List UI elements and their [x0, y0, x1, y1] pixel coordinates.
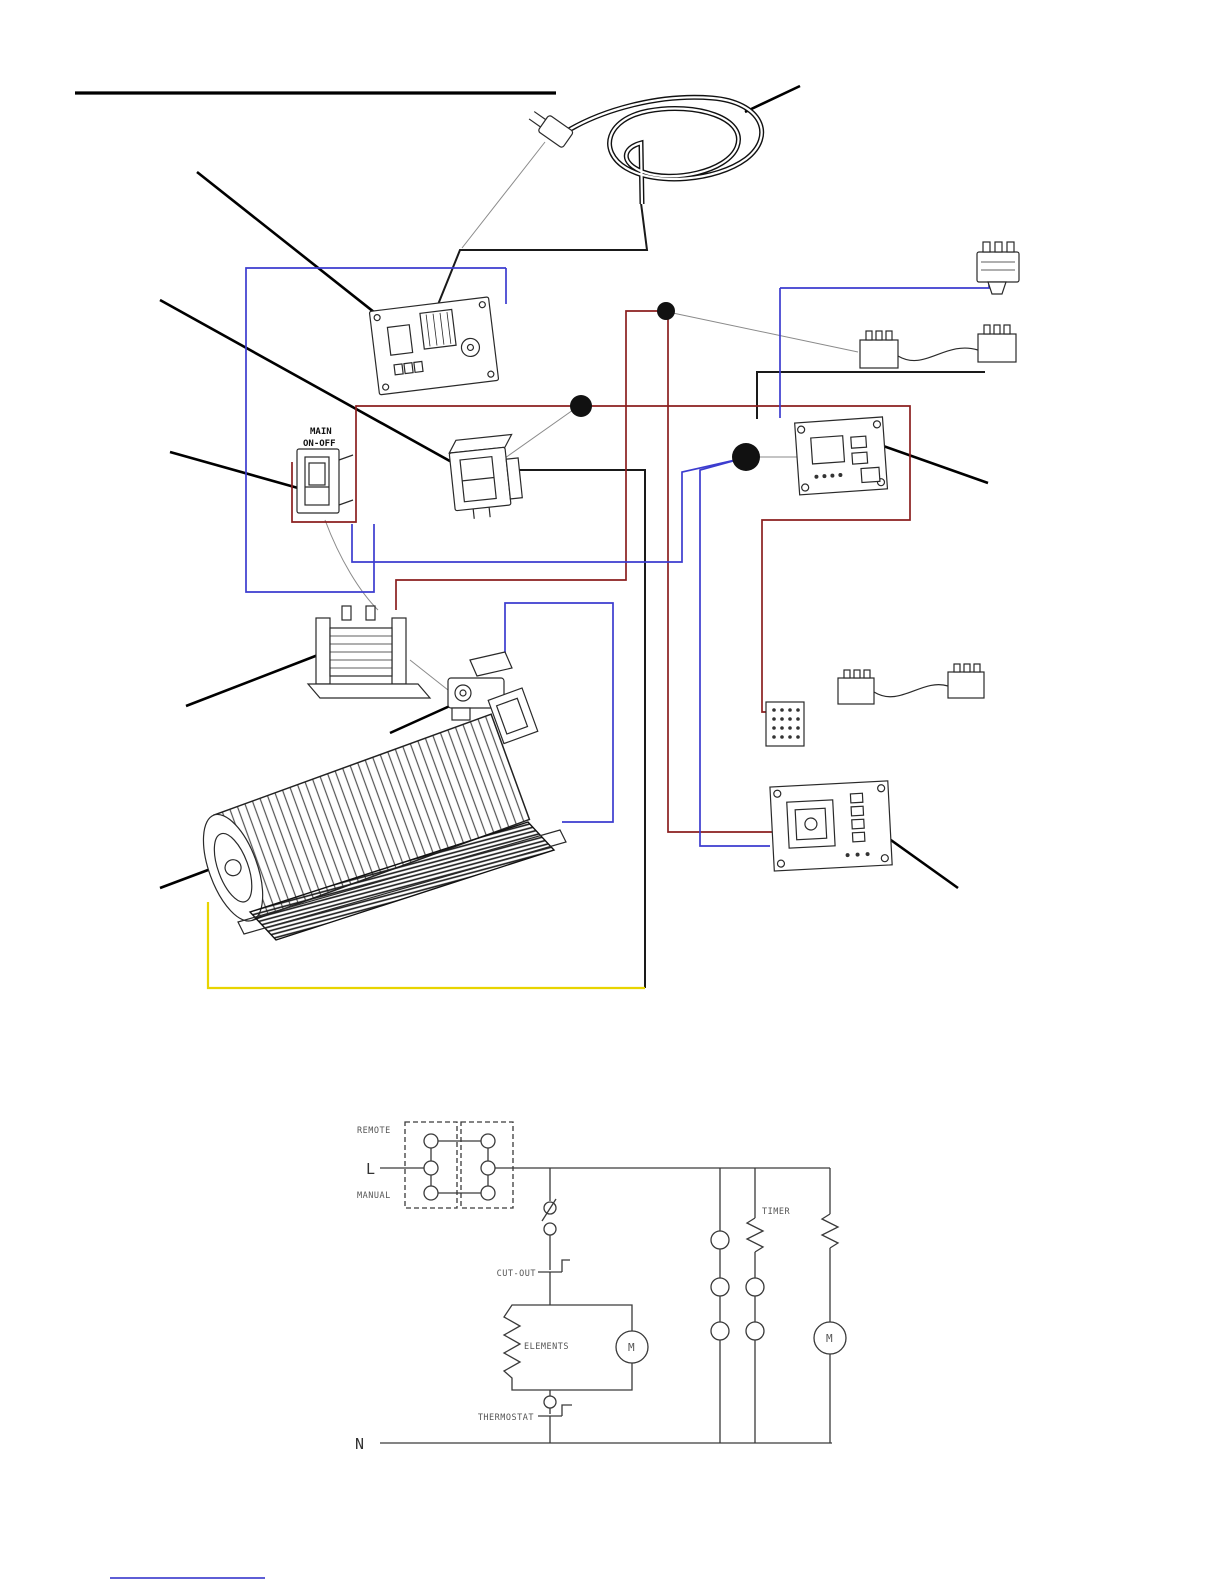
thermostat-contact-symbol [538, 1404, 572, 1417]
indicator-lamp-symbol [745, 1321, 765, 1341]
schematic-label-cutout: CUT-OUT [497, 1269, 536, 1279]
wire-blue-cutout-heater [504, 602, 614, 823]
power-cord [528, 94, 765, 205]
schematic-label-thermostat: THERMOSTAT [478, 1413, 534, 1423]
timer-branch: TIMER [745, 1168, 790, 1443]
wire-red-right-loop [581, 405, 911, 713]
wire-harness [206, 141, 990, 990]
selector-box-left [404, 1121, 458, 1209]
fan-motor-symbol [615, 1330, 649, 1364]
heater-rocker-switch [448, 433, 523, 519]
connector-lead [837, 663, 985, 705]
indicator-lamp-symbol [710, 1321, 730, 1341]
indicator-lamp-symbol [710, 1277, 730, 1297]
indicator-lamp-symbol [745, 1277, 765, 1297]
terminal-grid [772, 708, 800, 739]
wire-junction-dot [657, 302, 675, 320]
connector-lead [859, 324, 1017, 369]
pcb-relay-block [386, 324, 414, 356]
rocker-actuator [308, 462, 326, 486]
blower-hub [224, 859, 242, 877]
blower-cylinder [202, 687, 539, 922]
schematic-label-timer: TIMER [762, 1207, 790, 1217]
pcb-relay-block [810, 435, 846, 465]
wire-blue-top-right [780, 270, 990, 289]
motor-resistor [820, 1213, 840, 1249]
schematic-label-live: L [366, 1160, 375, 1178]
motor-label: M [628, 1341, 635, 1354]
terminal-block [765, 701, 805, 747]
wire-red-switch-loop [291, 405, 581, 523]
wire-yellow-heater [206, 902, 645, 990]
callout-line-power-cord [744, 84, 801, 114]
wire-black-right-bus [756, 371, 985, 419]
transformer [306, 605, 432, 699]
callout-line-thermal-cutout [389, 703, 453, 735]
pcb-transformer-block [786, 799, 836, 849]
wire-blue-to-control-pcb [699, 458, 770, 847]
wire-thin-junction-to-connector [667, 311, 859, 353]
wire-black-switch-down [509, 469, 646, 988]
mains-plug [528, 111, 574, 148]
wire-thin-switch-to-transformer [324, 519, 379, 611]
timer-motor-branch: M [813, 1168, 847, 1443]
schematic-label-neutral: N [355, 1435, 364, 1453]
motor-label: M [826, 1332, 833, 1345]
schematic-label-elements: ELEMENTS [524, 1342, 569, 1352]
main-switch-label-line1: MAIN [310, 427, 332, 437]
lead-wire [897, 347, 979, 362]
wire-thin-switch-to-junction [504, 409, 574, 459]
schematic-label-manual: MANUAL [357, 1191, 391, 1201]
wire-blue-switch-to-junction [351, 458, 741, 563]
wire-red-to-transformer [395, 310, 668, 610]
main-switch-label-line2: ON-OFF [303, 439, 336, 449]
schematic-label-remote: REMOTE [357, 1126, 391, 1136]
heater-branch: CUT-OUT ELEMENTS M THERMOSTAT [478, 1168, 649, 1443]
callout-line-main-switch [169, 450, 299, 490]
selector-box-right [460, 1121, 514, 1209]
timer-resistor [745, 1217, 765, 1253]
wire-thin-cutout-to-transformer [409, 659, 449, 691]
control-pcb [769, 780, 893, 872]
wire-red-to-control-pcb [667, 311, 772, 833]
timer-motor-symbol [813, 1321, 847, 1355]
callout-line-rocker-switch [159, 298, 467, 472]
relay-pcb [794, 416, 889, 496]
switch-contact-blade [541, 1198, 557, 1222]
fan-motor-branch [550, 1304, 633, 1391]
circuit-schematic: REMOTE L MANUAL CUT-OUT ELEMENTS M THERM… [355, 1121, 847, 1453]
callout-line-transformer [185, 653, 319, 708]
wire-junction-dot [732, 443, 760, 471]
wire-blue-left-loop [245, 267, 506, 593]
indicator-lamp-symbol [710, 1230, 730, 1250]
elements-resistor [502, 1304, 550, 1391]
wire-junction-dot [570, 395, 592, 417]
wire-black-cord-to-pcb [434, 202, 649, 313]
indicator-branch [710, 1168, 730, 1443]
lead-wire [873, 684, 949, 698]
heater-base-tray [237, 829, 567, 935]
main-on-off-switch: MAIN ON-OFF [296, 427, 354, 514]
spade-connector [976, 241, 1020, 295]
blower-heater-assembly [202, 687, 567, 941]
pcb-capacitor [460, 337, 481, 358]
cutout-contact-symbol [538, 1259, 570, 1273]
receiver-pcb [368, 296, 500, 396]
wire-thin-cord-link [461, 141, 546, 249]
